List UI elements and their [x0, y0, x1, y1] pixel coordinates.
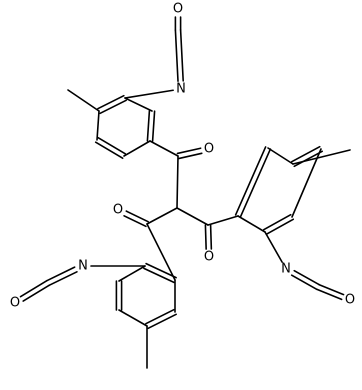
oxygen-atom-label: O: [10, 296, 20, 311]
single-bond: [176, 207, 209, 226]
oxygen-atom-label: O: [345, 293, 355, 308]
double-bond-line: [48, 271, 78, 287]
single-bond: [118, 309, 148, 327]
double-bond-line: [145, 262, 177, 279]
double-bond-line: [97, 136, 127, 155]
double-bond-line: [176, 147, 202, 155]
double-bond-line: [234, 146, 267, 216]
double-bond-line: [123, 215, 147, 228]
double-bond-line: [262, 213, 292, 231]
double-bond-line: [174, 29, 179, 82]
oxygen-atom-label: O: [204, 250, 214, 265]
double-bond-line: [293, 150, 324, 168]
nitrogen-atom-label: N: [78, 259, 88, 274]
double-bond-line: [293, 269, 321, 286]
double-bond-line: [97, 94, 125, 110]
double-bond-line: [290, 274, 318, 291]
double-bond-line: [94, 141, 124, 160]
single-bond: [264, 231, 283, 263]
bond-layer: [19, 16, 351, 369]
double-bond-line: [46, 266, 76, 282]
single-bond: [291, 148, 322, 218]
single-bond: [96, 110, 100, 141]
double-bond-line: [318, 283, 345, 296]
single-bond: [118, 265, 146, 282]
double-bond-line: [22, 284, 51, 302]
single-bond: [267, 147, 294, 165]
double-bond-line: [143, 267, 175, 284]
double-bond-line: [145, 308, 175, 325]
double-bond-line: [316, 288, 343, 301]
double-bond-line: [147, 313, 177, 330]
double-bond-line: [239, 148, 272, 218]
double-bond-line: [151, 110, 156, 142]
single-bond: [292, 149, 351, 165]
oxygen-atom-label: O: [113, 203, 123, 218]
single-bond: [123, 140, 151, 157]
double-bond-line: [265, 218, 295, 236]
double-bond-line: [179, 29, 184, 82]
oxygen-atom-label: O: [173, 2, 183, 17]
double-bond-line: [125, 210, 149, 223]
single-bond: [146, 223, 176, 281]
single-bond: [146, 207, 178, 225]
single-bond: [124, 89, 174, 99]
atom-label-layer: O N O O O N O N O: [10, 2, 355, 311]
double-bond-line: [99, 99, 127, 115]
single-bond: [149, 140, 179, 157]
double-bond-line: [146, 110, 151, 142]
oxygen-atom-label: O: [204, 142, 214, 157]
double-bond-line: [177, 152, 203, 160]
single-bond: [176, 155, 179, 209]
double-bond-line: [204, 224, 207, 250]
double-bond-line: [290, 145, 321, 163]
nitrogen-atom-label: N: [176, 82, 186, 97]
single-bond: [124, 97, 153, 112]
single-bond: [67, 89, 100, 112]
single-bond: [207, 215, 239, 226]
nitrogen-atom-label: N: [281, 262, 291, 277]
single-bond: [237, 215, 266, 233]
double-bond-line: [19, 279, 48, 298]
double-bond-line: [209, 224, 213, 250]
